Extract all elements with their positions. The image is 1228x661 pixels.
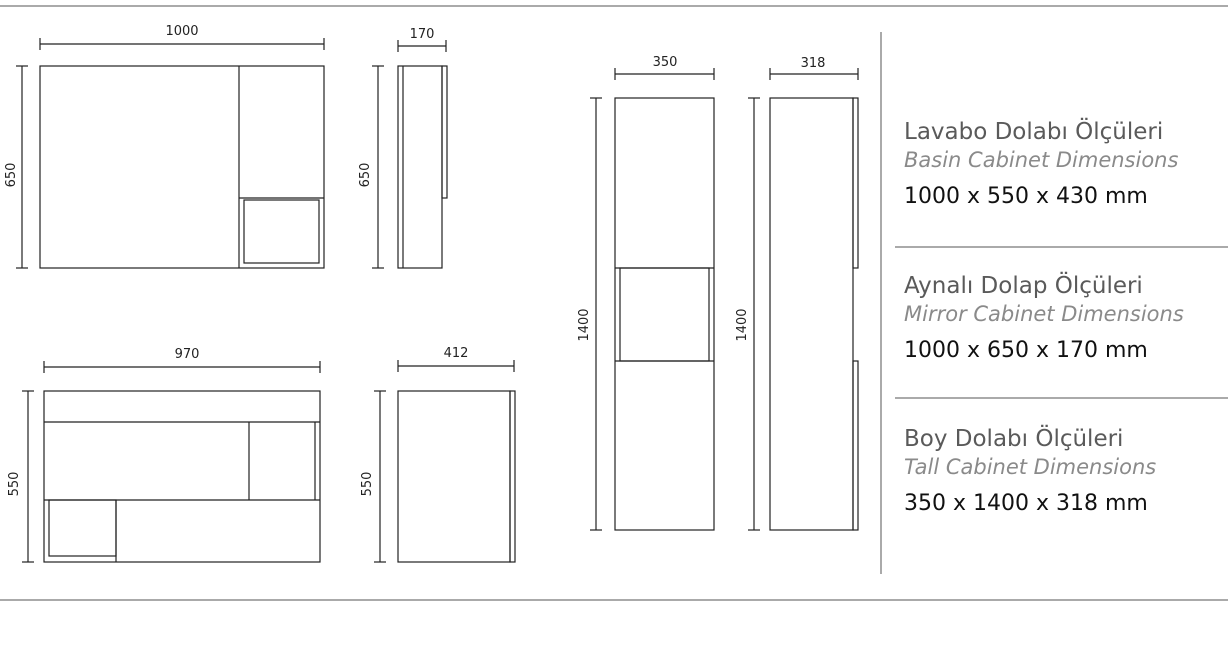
- spec-basin-cabinet: Lavabo Dolabı Ölçüleri Basin Cabinet Dim…: [904, 118, 1224, 210]
- tall-front-height-label: 1400: [577, 308, 592, 341]
- spec-subtitle: Mirror Cabinet Dimensions: [904, 302, 1184, 326]
- tall-cabinet-side: [748, 68, 859, 531]
- spec-title: Aynalı Dolap Ölçüleri: [904, 273, 1143, 299]
- spec-subtitle: Basin Cabinet Dimensions: [904, 148, 1179, 172]
- tall-side-height-label: 1400: [735, 308, 750, 341]
- mirror-side-height-label: 650: [358, 163, 373, 188]
- basin-side-height-label: 550: [360, 472, 375, 497]
- mirror-front-height-label: 650: [4, 163, 19, 188]
- spec-dimensions: 350 x 1400 x 318 mm: [904, 491, 1148, 516]
- mirror-cabinet-side: [372, 40, 448, 269]
- spec-dimensions: 1000 x 550 x 430 mm: [904, 184, 1148, 209]
- mirror-side-depth-label: 170: [410, 27, 435, 42]
- spec-tall-cabinet: Boy Dolabı Ölçüleri Tall Cabinet Dimensi…: [904, 425, 1224, 517]
- spec-mirror-cabinet: Aynalı Dolap Ölçüleri Mirror Cabinet Dim…: [904, 272, 1224, 364]
- basin-side-depth-label: 412: [444, 346, 469, 361]
- basin-front-height-label: 550: [7, 472, 22, 497]
- tall-front-width-label: 350: [653, 55, 678, 70]
- basin-cabinet-front: [22, 361, 321, 563]
- spec-subtitle: Tall Cabinet Dimensions: [904, 455, 1157, 479]
- spec-dimensions: 1000 x 650 x 170 mm: [904, 338, 1148, 363]
- spec-title: Lavabo Dolabı Ölçüleri: [904, 119, 1164, 145]
- tall-cabinet-front: [590, 68, 715, 531]
- mirror-cabinet-front: [16, 38, 325, 269]
- spec-title: Boy Dolabı Ölçüleri: [904, 426, 1124, 452]
- mirror-front-width-label: 1000: [165, 24, 198, 39]
- basin-cabinet-side: [374, 360, 516, 563]
- basin-front-width-label: 970: [175, 347, 200, 362]
- tall-side-depth-label: 318: [801, 56, 826, 71]
